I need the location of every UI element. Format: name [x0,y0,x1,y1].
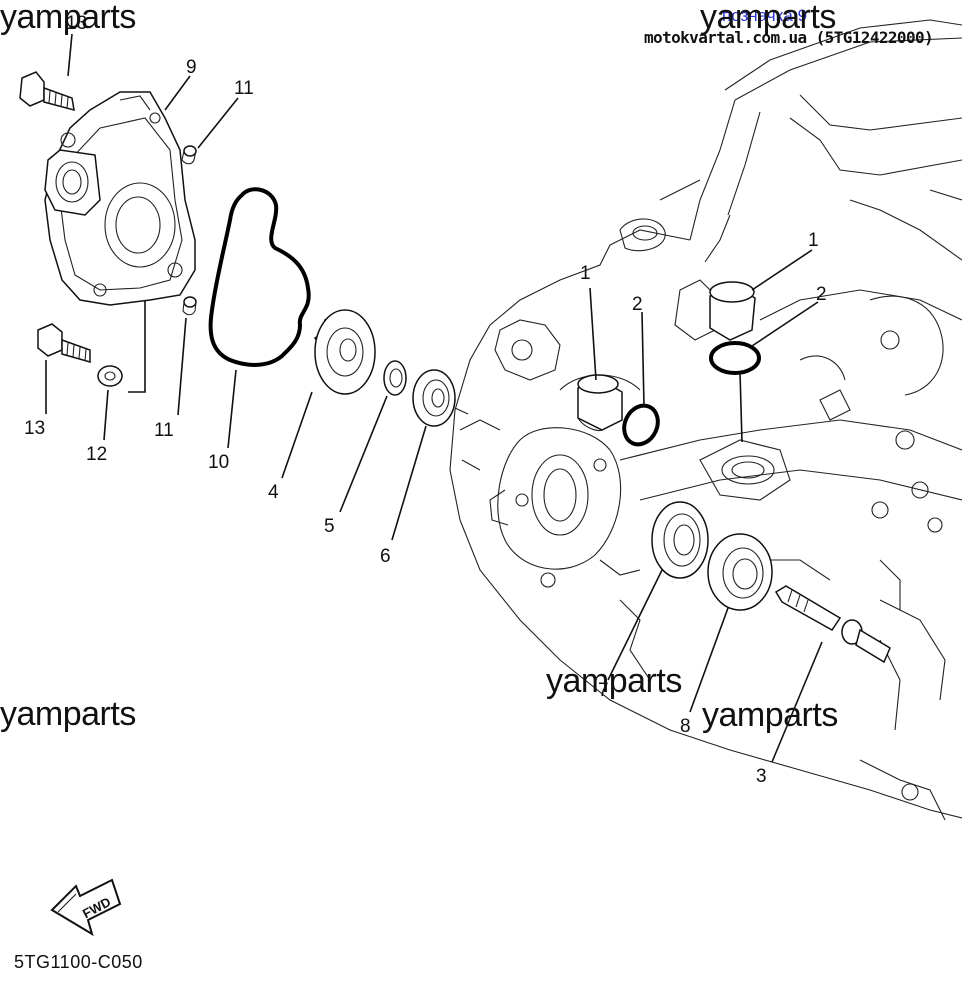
dowel-pin-11-bottom [182,296,197,316]
callout-1-right: 1 [808,230,819,251]
callout-8: 8 [680,716,691,737]
callout-2-middle: 2 [632,294,643,315]
seal-6 [412,369,456,427]
watermark-mid-left: yamparts [0,695,136,733]
o-ring-2-middle [622,403,660,447]
callout-7: 7 [598,680,609,701]
callout-11-top: 11 [234,78,254,99]
seal-5 [383,360,407,396]
callout-2-right: 2 [816,284,827,305]
gasket-10 [208,187,311,367]
callout-11-bottom: 11 [154,420,174,441]
callout-10: 10 [208,452,229,473]
impeller-4 [313,309,376,395]
diagram-code: 5TG1100-C050 [14,952,143,972]
fwd-arrow-icon: FWD [50,878,122,937]
collar-1-right [709,281,756,341]
header-part-label: позначка 9 [722,6,808,25]
watermark-center-right: yamparts [702,696,838,734]
callout-4: 4 [268,482,279,503]
bearing-8 [707,533,773,611]
callout-1-middle: 1 [580,263,591,284]
leader-lines [45,33,823,763]
crankcase-outline [449,19,962,821]
callout-13-bottom: 13 [24,418,45,439]
callout-6: 6 [380,546,391,567]
watermark-top-right: yamparts [700,0,836,36]
callout-12: 12 [86,444,107,465]
header-source: motokvartal.com.ua (5TG12422000) [644,28,934,47]
bearing-7 [651,501,709,579]
collar-1-middle [577,374,623,432]
watermark-top-left: yamparts [0,0,136,36]
callout-3: 3 [756,766,767,787]
callouts: 13 9 11 13 12 11 10 4 5 6 1 2 1 2 7 8 3 [24,13,827,787]
shaft-3 [774,585,891,664]
bolt-13-bottom [37,323,91,363]
pump-cover [44,91,196,306]
o-ring-2-right [709,341,761,375]
callout-13-top: 13 [66,13,87,34]
dowel-pin-11-top [181,145,197,165]
bolt-13-top [19,71,75,112]
washer-12 [97,365,123,387]
shaft-axis-line [454,407,469,415]
callout-9: 9 [186,57,197,78]
watermark-center: yamparts [546,662,682,700]
callout-5: 5 [324,516,335,537]
